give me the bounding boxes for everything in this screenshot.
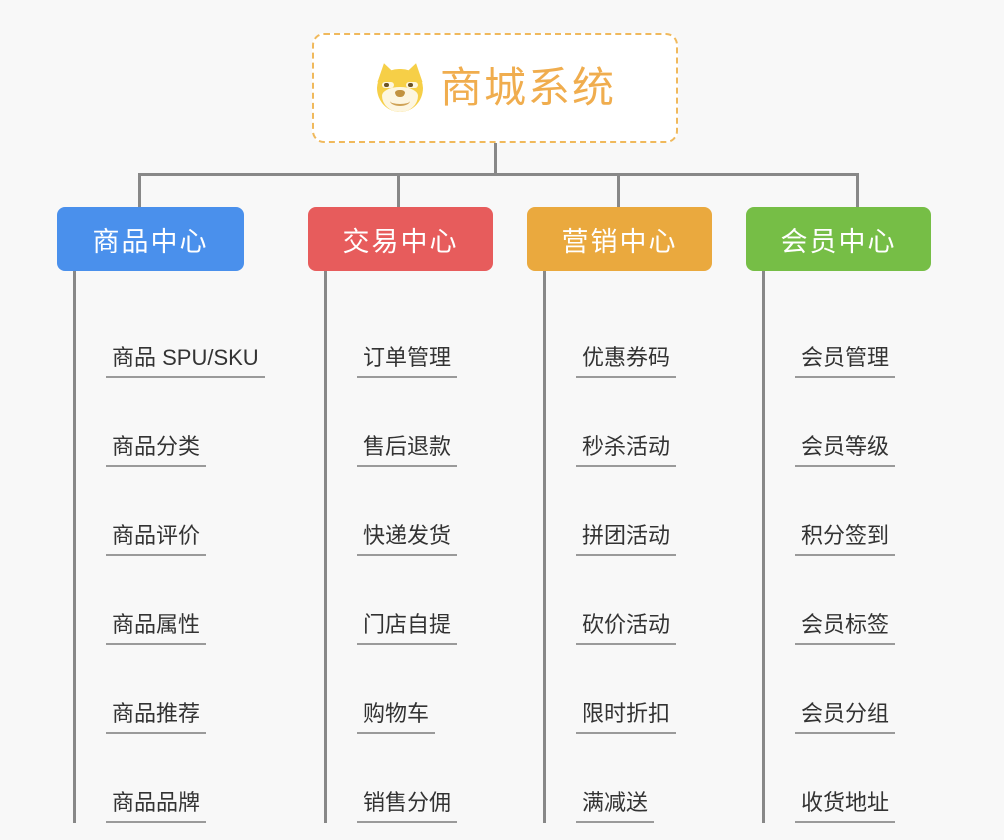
list-item-label: 满减送 [576,790,655,823]
list-item[interactable]: 收货地址 [765,734,931,823]
list-item[interactable]: 积分签到 [765,467,931,556]
branch-items: 商品 SPU/SKU 商品分类 商品评价 商品属性 商品推荐 商品品牌 [73,271,265,823]
branch-trade-center: 交易中心 订单管理 售后退款 快递发货 门店自提 购物车 销售分佣 [308,207,493,823]
list-item-label: 会员管理 [795,345,896,378]
list-item-label: 秒杀活动 [576,434,677,467]
branch-title: 商品中心 [92,226,209,257]
list-item[interactable]: 优惠券码 [546,289,712,378]
list-item[interactable]: 商品评价 [76,467,265,556]
list-item-label: 商品推荐 [106,701,207,734]
list-item-label: 商品评价 [106,523,207,556]
branch-header[interactable]: 交易中心 [308,207,493,271]
list-item-label: 收货地址 [795,790,896,823]
list-item[interactable]: 商品品牌 [76,734,265,823]
connector-root-stem [494,143,497,175]
list-item[interactable]: 售后退款 [327,378,493,467]
list-item[interactable]: 满减送 [546,734,712,823]
list-item-label: 积分签到 [795,523,896,556]
list-item-label: 购物车 [357,701,436,734]
connector-drop-4 [856,173,859,209]
list-item-label: 会员分组 [795,701,896,734]
list-item-label: 会员等级 [795,434,896,467]
branch-header[interactable]: 会员中心 [746,207,931,271]
list-item-label: 门店自提 [357,612,458,645]
list-item[interactable]: 砍价活动 [546,556,712,645]
list-item-label: 商品分类 [106,434,207,467]
list-item[interactable]: 购物车 [327,645,493,734]
branch-items: 订单管理 售后退款 快递发货 门店自提 购物车 销售分佣 [324,271,493,823]
branch-member-center: 会员中心 会员管理 会员等级 积分签到 会员标签 会员分组 收货地址 [746,207,931,823]
connector-drop-2 [397,173,400,209]
connector-drop-1 [138,173,141,209]
list-item[interactable]: 订单管理 [327,289,493,378]
branch-header[interactable]: 商品中心 [57,207,244,271]
list-item-label: 商品品牌 [106,790,207,823]
list-item[interactable]: 会员等级 [765,378,931,467]
list-item[interactable]: 门店自提 [327,556,493,645]
list-item-label: 快递发货 [357,523,458,556]
list-item-label: 订单管理 [357,345,458,378]
root-node[interactable]: 商城系统 [312,33,678,143]
list-item-label: 限时折扣 [576,701,677,734]
branch-title: 交易中心 [342,226,459,257]
shiba-inu-dog-face-icon [373,60,427,113]
branch-items: 优惠券码 秒杀活动 拼团活动 砍价活动 限时折扣 满减送 [543,271,712,823]
list-item-label: 砍价活动 [576,612,677,645]
list-item[interactable]: 会员管理 [765,289,931,378]
list-item[interactable]: 商品分类 [76,378,265,467]
list-item-label: 售后退款 [357,434,458,467]
branch-header[interactable]: 营销中心 [527,207,712,271]
list-item[interactable]: 快递发货 [327,467,493,556]
list-item[interactable]: 会员标签 [765,556,931,645]
list-item-label: 会员标签 [795,612,896,645]
branch-items: 会员管理 会员等级 积分签到 会员标签 会员分组 收货地址 [762,271,931,823]
branch-marketing-center: 营销中心 优惠券码 秒杀活动 拼团活动 砍价活动 限时折扣 满减送 [527,207,712,823]
list-item[interactable]: 商品推荐 [76,645,265,734]
list-item-label: 商品 SPU/SKU [106,345,265,378]
list-item-label: 优惠券码 [576,345,677,378]
list-item[interactable]: 秒杀活动 [546,378,712,467]
list-item[interactable]: 商品 SPU/SKU [76,289,265,378]
list-item[interactable]: 拼团活动 [546,467,712,556]
list-item[interactable]: 商品属性 [76,556,265,645]
branch-title: 会员中心 [780,226,897,257]
branch-product-center: 商品中心 商品 SPU/SKU 商品分类 商品评价 商品属性 商品推荐 商品品牌 [57,207,265,823]
branch-title: 营销中心 [561,226,678,257]
list-item[interactable]: 销售分佣 [327,734,493,823]
list-item[interactable]: 限时折扣 [546,645,712,734]
root-title: 商城系统 [439,64,616,111]
connector-drop-3 [617,173,620,209]
list-item-label: 拼团活动 [576,523,677,556]
list-item-label: 商品属性 [106,612,207,645]
list-item-label: 销售分佣 [357,790,458,823]
list-item[interactable]: 会员分组 [765,645,931,734]
connector-horizontal-bus [138,173,859,176]
